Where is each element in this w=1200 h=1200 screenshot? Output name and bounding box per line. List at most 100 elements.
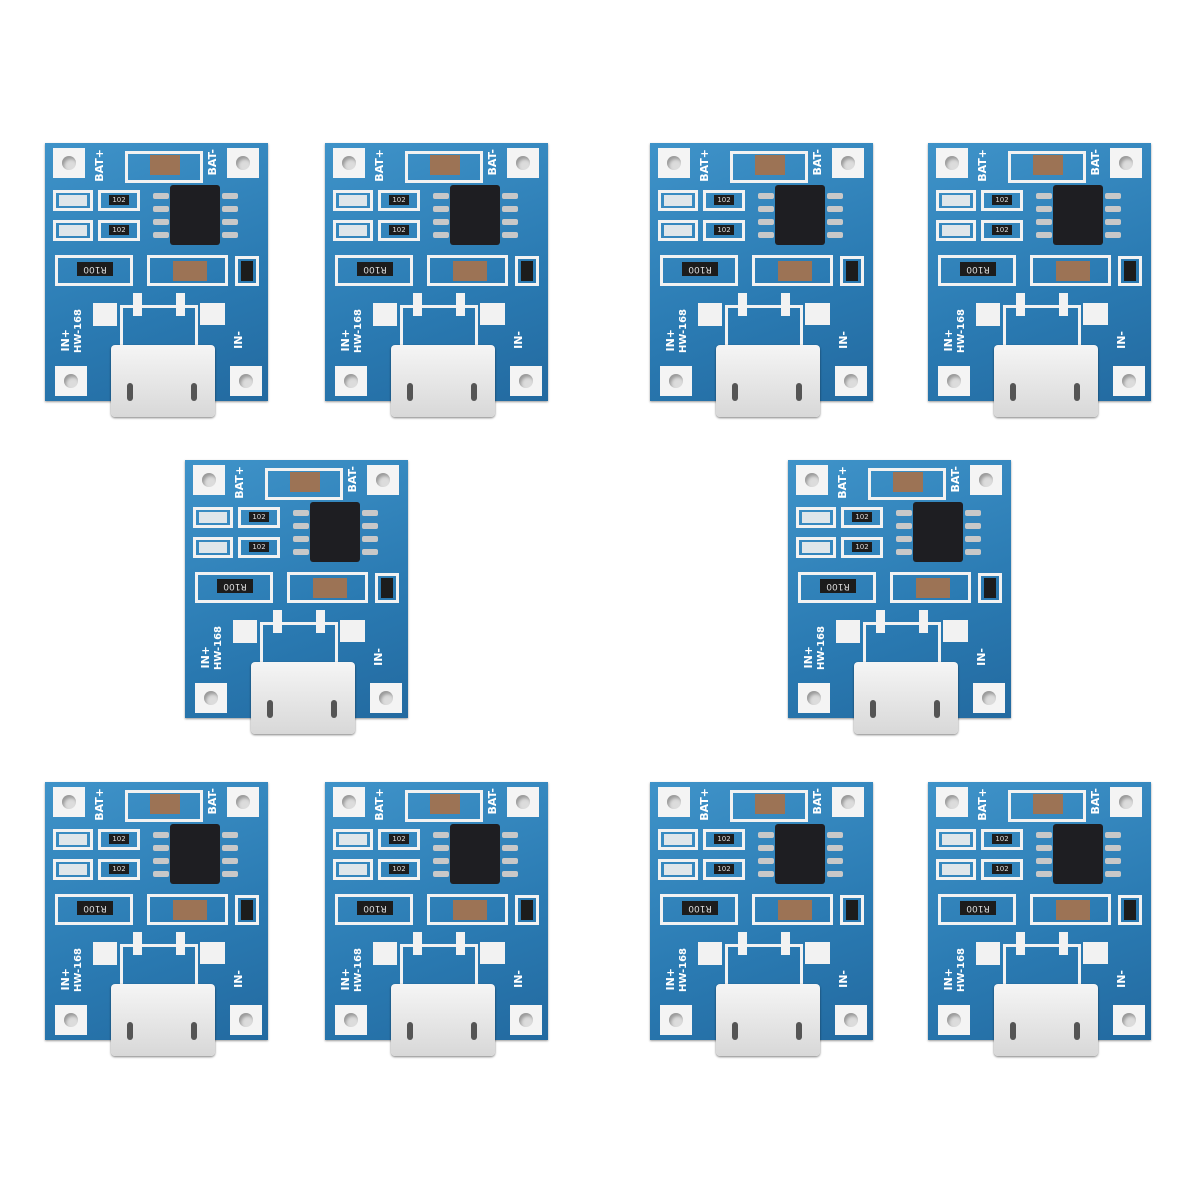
ic-pin [827,832,843,838]
in-plus-pad [195,683,227,713]
in-minus-pad [230,1005,262,1035]
ic-pin [827,206,843,212]
ic-pin [758,232,774,238]
usb-outline [1003,944,1081,984]
ic-pin [222,219,238,225]
led [59,864,87,875]
charger-pcb-module: BAT+ BAT- 102 102 R100 IN+ HW-168 IN- [928,782,1151,1056]
usb-tab [413,932,422,955]
model-label: HW-168 [678,948,689,992]
sense-resistor-outline [938,255,1016,286]
ic-pin [502,845,518,851]
led-outline [796,537,836,558]
resistor: 102 [714,225,734,235]
bat-plus-pad [333,787,365,817]
bat-minus-label: BAT- [1089,149,1102,176]
model-label: HW-168 [353,948,364,992]
ic-pin [153,206,169,212]
in-plus-label: IN+ [339,968,352,991]
ic-pin [1105,206,1121,212]
resistor-outline [378,829,420,850]
capacitor-outline [868,468,946,500]
micro-usb-port [854,662,958,734]
led-outline [796,507,836,528]
resistor-outline [238,537,280,558]
led [942,834,970,845]
sense-resistor: R100 [77,262,113,276]
usb-tab [876,610,885,633]
capacitor-outline [265,468,343,500]
charger-ic-chip [170,824,220,884]
ic-pin [1105,232,1121,238]
led-outline [936,190,976,211]
in-plus-pad [938,1005,970,1035]
resistor: 102 [992,864,1012,874]
led [664,225,692,236]
resistor-outline [981,829,1023,850]
usb-slot [191,1022,197,1040]
ic-pin [758,845,774,851]
capacitor-outline [405,151,483,183]
capacitor [778,261,812,281]
resistor: 102 [389,195,409,205]
usb-slot [471,383,477,401]
ic-pin [153,193,169,199]
resistor: 102 [714,864,734,874]
charger-ic-chip [450,185,500,245]
charger-ic-chip [1053,824,1103,884]
ic-pin [222,845,238,851]
charger-pcb-module: BAT+ BAT- 102 102 R100 IN+ HW-168 IN- [650,782,873,1056]
bat-minus-label: BAT- [949,466,962,493]
bat-plus-label: BAT+ [698,149,711,182]
usb-tab [1016,293,1025,316]
resistor: 102 [109,864,129,874]
resistor [846,900,858,920]
usb-tab [1059,932,1068,955]
led [339,225,367,236]
led-outline [333,220,373,241]
usb-tab [1016,932,1025,955]
model-label: HW-168 [213,626,224,670]
in-plus-label: IN+ [199,646,212,669]
led [339,834,367,845]
ic-pin [433,832,449,838]
pad-square [480,303,505,325]
in-minus-label: IN- [512,331,525,349]
usb-tab [176,932,185,955]
usb-tab [456,293,465,316]
capacitor-outline [427,255,508,286]
ic-pin [293,549,309,555]
sense-resistor: R100 [357,262,393,276]
bat-plus-pad [796,465,828,495]
ic-pin [293,510,309,516]
bat-plus-pad [193,465,225,495]
usb-outline [863,622,941,662]
sense-resistor-outline [335,255,413,286]
ic-pin [502,858,518,864]
capacitor [1033,155,1063,175]
in-minus-label: IN- [975,648,988,666]
led-outline [53,190,93,211]
micro-usb-port [716,345,820,417]
pad-square [200,303,225,325]
bat-plus-pad [333,148,365,178]
ic-pin [965,510,981,516]
ic-pin [1105,845,1121,851]
led-outline [333,859,373,880]
pad-square [93,303,117,326]
bat-minus-pad [227,148,259,178]
charger-ic-chip [170,185,220,245]
in-plus-label: IN+ [339,329,352,352]
ic-pin [827,845,843,851]
ic-pin [222,858,238,864]
ic-pin [896,510,912,516]
capacitor [173,261,207,281]
usb-tab [413,293,422,316]
pad-square [93,942,117,965]
ic-pin [1036,193,1052,199]
led [942,195,970,206]
model-label: HW-168 [678,309,689,353]
resistor-outline [98,859,140,880]
charger-ic-chip [450,824,500,884]
micro-usb-port [994,984,1098,1056]
